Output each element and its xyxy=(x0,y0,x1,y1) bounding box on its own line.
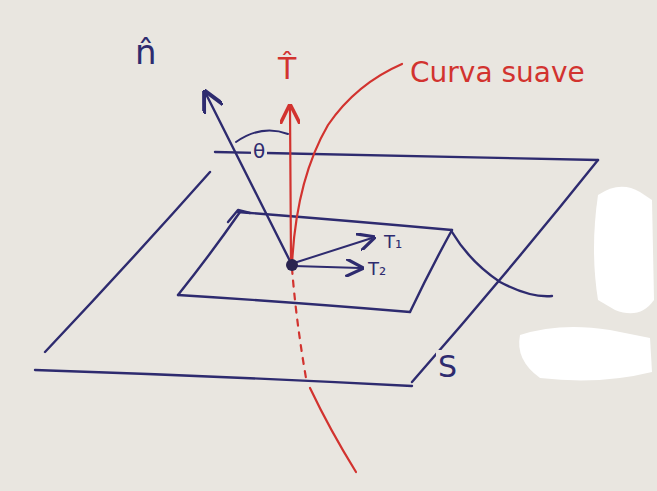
tangent-plane-edge xyxy=(178,212,240,295)
angle-label: θ xyxy=(251,140,267,162)
tangent-vector xyxy=(294,238,372,263)
surface-edge xyxy=(412,160,598,382)
vector-label: T₂ xyxy=(366,259,388,279)
surface-curve xyxy=(452,232,552,296)
surface-edge xyxy=(45,172,210,352)
contact-point xyxy=(286,259,298,271)
smooth-curve-hidden xyxy=(292,268,306,378)
tangent-unit-vector xyxy=(290,108,291,262)
vector-label: T₁ xyxy=(382,232,404,252)
vector-label: T̂ xyxy=(276,52,298,85)
tangent-plane-edge xyxy=(410,230,452,312)
surface-edge xyxy=(215,152,598,160)
curve-label: Curva suave xyxy=(408,58,587,89)
redaction-blob xyxy=(519,327,652,380)
surface-label: S xyxy=(436,350,459,383)
tangent-vector xyxy=(294,266,360,268)
tangent-plane-corner xyxy=(228,210,250,222)
normal-vector xyxy=(206,94,292,265)
redaction-blob xyxy=(594,187,654,314)
smooth-curve xyxy=(310,388,356,472)
vector-label: n̂ xyxy=(133,34,159,71)
surface-edge xyxy=(35,370,412,386)
